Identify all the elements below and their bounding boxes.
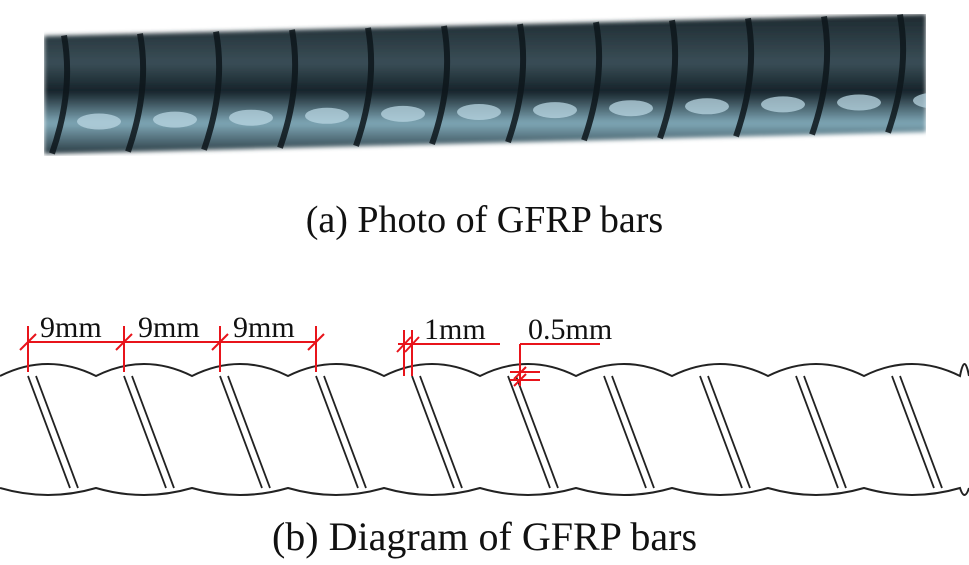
rib-line xyxy=(611,375,655,489)
photo-rib xyxy=(581,21,603,142)
gfrp-bar-photo xyxy=(44,14,957,156)
bar-outline xyxy=(0,363,969,496)
photo-highlight xyxy=(609,100,653,117)
gfrp-bar-diagram: 9mm 9mm 9mm 1mm 0.5mm xyxy=(0,311,969,496)
photo-highlight xyxy=(305,107,349,124)
photo-rib xyxy=(49,34,71,155)
rib-line xyxy=(323,375,367,489)
rib-line xyxy=(795,375,839,489)
rib-height-dimension: 0.5mm xyxy=(528,313,612,346)
pitch-dimension-1: 9mm xyxy=(40,311,102,344)
rib-width-dimension: 1mm xyxy=(424,313,486,346)
bar-edge xyxy=(0,363,969,378)
photo-highlight xyxy=(77,113,121,130)
bar-edge xyxy=(0,486,969,496)
photo-rib xyxy=(125,33,147,153)
rib-line xyxy=(507,375,551,489)
photo-highlight xyxy=(153,111,197,128)
rib-line xyxy=(35,375,79,489)
photo-highlight xyxy=(533,102,577,119)
photo-rib xyxy=(733,17,755,138)
pitch-dimension-2: 9mm xyxy=(138,311,200,344)
photo-rib xyxy=(657,19,679,140)
rib-line xyxy=(315,375,359,489)
rib-line xyxy=(699,375,743,489)
photo-rib xyxy=(277,29,299,149)
rib-line xyxy=(803,375,847,489)
photo-caption: (a) Photo of GFRP bars xyxy=(305,199,664,241)
rib-line xyxy=(123,375,167,489)
photo-rib xyxy=(201,31,223,151)
rib-line xyxy=(899,375,943,489)
rib-line xyxy=(515,375,559,489)
diagram-caption: (b) Diagram of GFRP bars xyxy=(271,514,698,559)
photo-highlight xyxy=(837,94,881,111)
rib-line xyxy=(419,375,463,489)
rib-line xyxy=(219,375,263,489)
rib-line xyxy=(891,375,935,489)
photo-highlight xyxy=(685,98,729,115)
photo-rib xyxy=(429,25,451,145)
photo-rib xyxy=(353,27,375,147)
photo-rib xyxy=(505,23,527,144)
photo-rib xyxy=(809,15,831,136)
photo-highlight xyxy=(381,105,425,122)
rib-line xyxy=(131,375,175,489)
rib-lines xyxy=(27,375,943,489)
photo-highlight xyxy=(761,96,805,113)
rib-line xyxy=(603,375,647,489)
rib-line xyxy=(707,375,751,489)
rib-line xyxy=(227,375,271,489)
photo-highlight xyxy=(457,104,501,120)
pitch-dimension-3: 9mm xyxy=(233,311,295,344)
rib-line xyxy=(411,375,455,489)
gfrp-bar-photo-graphic xyxy=(44,14,957,155)
rib-line xyxy=(27,375,71,489)
photo-rib xyxy=(885,14,907,134)
photo-highlight xyxy=(229,109,273,126)
dimension-lines xyxy=(19,326,600,387)
